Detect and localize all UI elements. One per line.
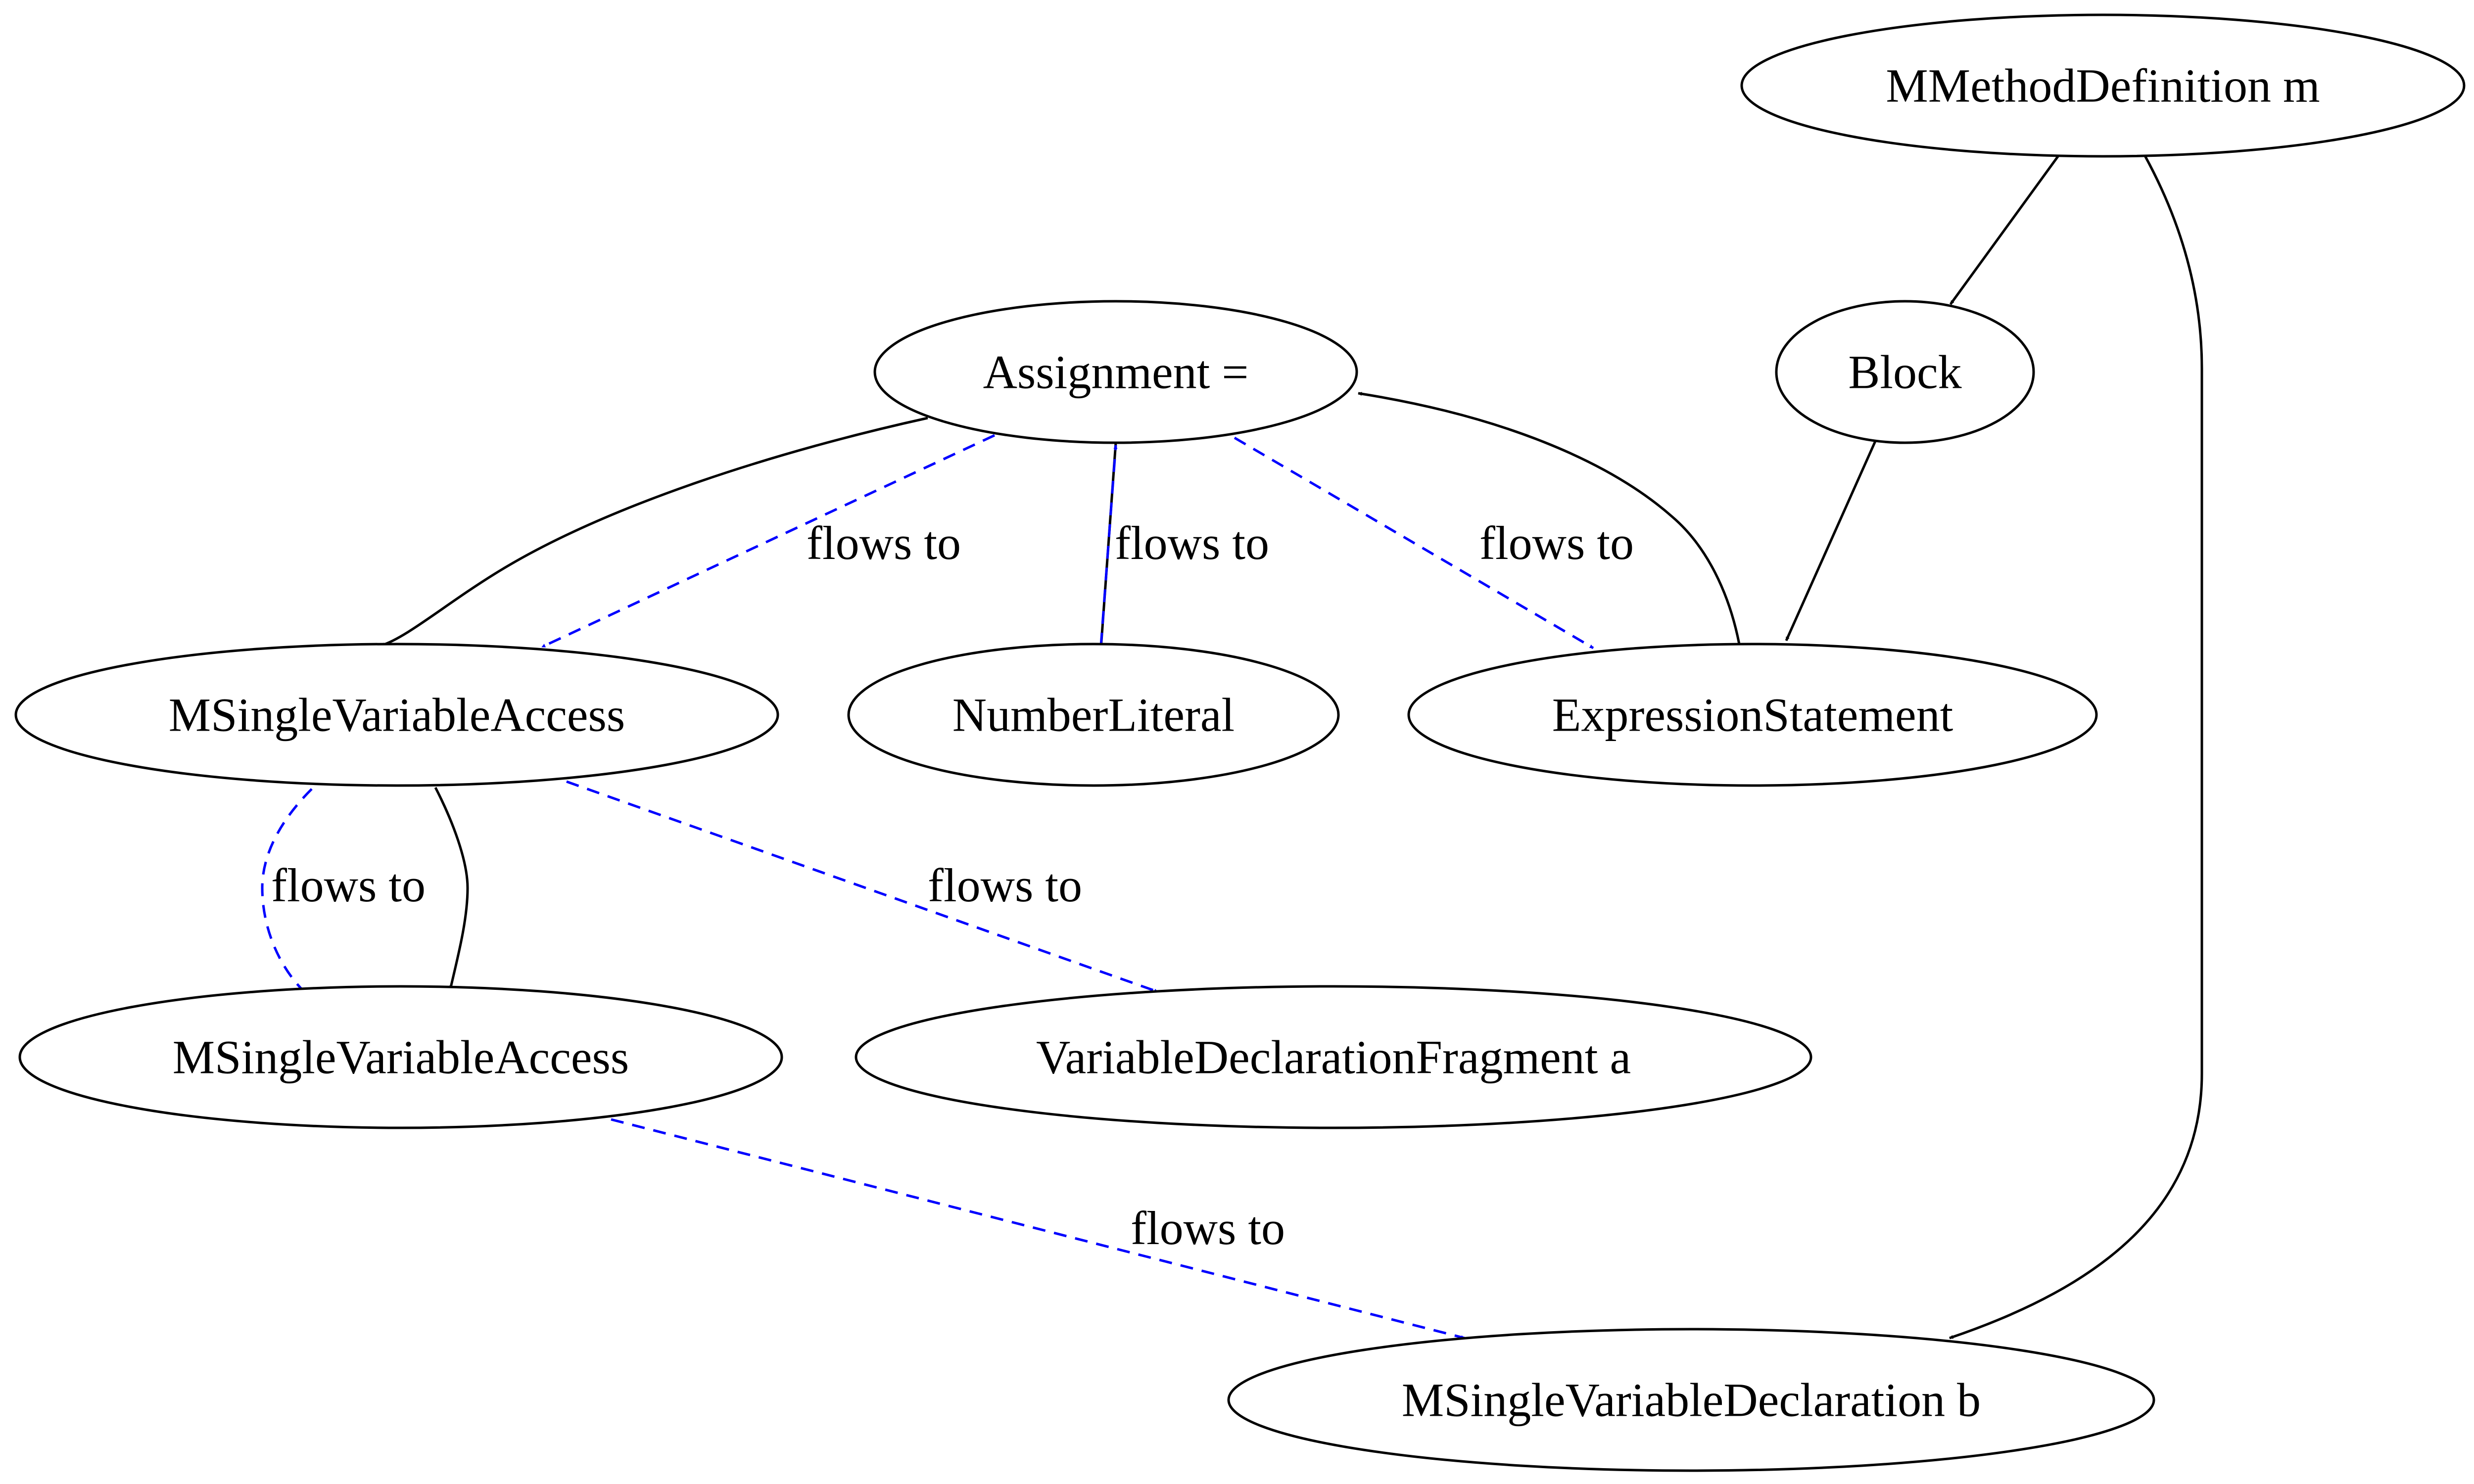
node-assignment-label: Assignment = <box>983 346 1249 399</box>
edge-assignment-to-access-1 <box>381 417 928 647</box>
flow-edge-assignment-to-number-literal <box>1099 445 1118 646</box>
node-variable-declaration-fragment-label: VariableDeclarationFragment a <box>1036 1031 1631 1084</box>
node-single-variable-declaration[interactable]: MSingleVariableDeclaration b <box>1227 1328 2155 1472</box>
flow-edge-assignment-to-access-1 <box>541 434 996 649</box>
node-block-label: Block <box>1848 346 1961 399</box>
node-expression-statement[interactable]: ExpressionStatement <box>1407 643 2098 787</box>
edge-label-access-1-to-access-2: flows to <box>271 859 426 912</box>
edge-block-to-expression-statement <box>1785 440 1877 642</box>
nodes: MMethodDefinition m Assignment = Block M… <box>14 13 2466 1472</box>
node-assignment[interactable]: Assignment = <box>873 300 1358 444</box>
node-method-definition[interactable]: MMethodDefinition m <box>1740 13 2466 158</box>
node-method-definition-label: MMethodDefinition m <box>1886 59 2320 112</box>
node-variable-access-1-label: MSingleVariableAccess <box>169 689 625 742</box>
flow-edges <box>261 434 1594 1340</box>
edge-labels: flows to flows to flows to flows to flow… <box>271 516 1634 1254</box>
flow-edge-access-2-to-declaration-b <box>611 1118 1465 1340</box>
flow-edge-access-1-to-fragment-a <box>566 780 1158 993</box>
flow-edge-assignment-to-expression-statement <box>1234 436 1594 649</box>
edge-expression-statement-to-assignment <box>1358 392 1741 645</box>
node-variable-declaration-fragment[interactable]: VariableDeclarationFragment a <box>855 985 1812 1129</box>
node-variable-access-1[interactable]: MSingleVariableAccess <box>14 643 779 787</box>
edge-label-assignment-to-number-literal: flows to <box>1115 516 1269 569</box>
edge-label-assignment-to-expression-statement: flows to <box>1479 516 1634 569</box>
edge-label-access-2-to-declaration-b: flows to <box>1131 1202 1285 1254</box>
node-variable-access-2-label: MSingleVariableAccess <box>173 1031 629 1084</box>
edge-access-1-to-access-2 <box>434 787 469 990</box>
edge-label-assignment-to-access-1: flows to <box>807 516 961 569</box>
node-number-literal[interactable]: NumberLiteral <box>847 643 1340 787</box>
node-block[interactable]: Block <box>1775 300 2035 444</box>
edge-method-to-block <box>1949 155 2060 305</box>
node-single-variable-declaration-label: MSingleVariableDeclaration b <box>1402 1374 1981 1427</box>
flow-edge-access-1-to-access-2 <box>261 788 313 993</box>
node-number-literal-label: NumberLiteral <box>952 689 1235 742</box>
node-expression-statement-label: ExpressionStatement <box>1552 689 1953 742</box>
edge-method-to-declaration-b <box>1949 155 2203 1340</box>
node-variable-access-2[interactable]: MSingleVariableAccess <box>18 985 783 1129</box>
ast-edges <box>381 155 2203 1340</box>
edge-label-access-1-to-fragment-a: flows to <box>928 859 1082 912</box>
